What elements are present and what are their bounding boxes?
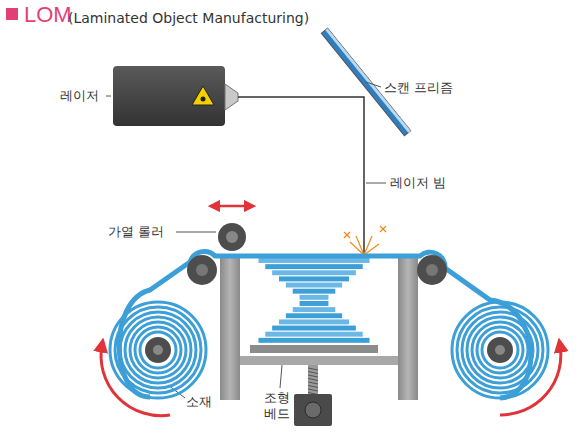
frame-pillar bbox=[398, 255, 418, 400]
guide-roller-hub bbox=[426, 264, 438, 276]
bed-screw bbox=[308, 365, 318, 395]
rotation-arrow bbox=[500, 345, 561, 415]
frame-crossbar bbox=[240, 356, 398, 365]
guide-roller bbox=[187, 255, 217, 285]
takeup-roll bbox=[452, 302, 548, 398]
laser-spark bbox=[344, 226, 386, 255]
frame-pillar bbox=[220, 255, 240, 400]
supply-roll bbox=[110, 302, 206, 398]
leader-line bbox=[366, 183, 386, 184]
part-label: 레이저 bbox=[60, 88, 99, 104]
leader-line bbox=[366, 82, 381, 87]
laser-beam bbox=[238, 97, 364, 255]
title-bullet bbox=[6, 8, 18, 20]
motion-arrow bbox=[214, 205, 250, 208]
leader-line bbox=[280, 365, 282, 388]
part-label: 조형 베드 bbox=[262, 390, 292, 423]
laser-body bbox=[113, 66, 225, 126]
heated-roller bbox=[218, 223, 246, 251]
leader-line bbox=[176, 232, 216, 233]
part-label: 가열 롤러 bbox=[108, 224, 164, 240]
build-plate bbox=[250, 345, 378, 353]
rotation-arrow bbox=[101, 345, 170, 416]
part-label: 스캔 프리즘 bbox=[384, 80, 453, 96]
guide-roller-hub bbox=[196, 264, 208, 276]
diagram-title: LOM bbox=[24, 4, 72, 26]
leader-line bbox=[106, 96, 111, 97]
heated-roller-hub bbox=[226, 231, 238, 243]
bed-motor-shaft bbox=[305, 402, 321, 418]
guide-roller bbox=[417, 255, 447, 285]
screw-thread bbox=[308, 368, 318, 395]
warning-icon bbox=[192, 86, 214, 105]
warning-dot bbox=[201, 97, 206, 102]
bed-motor bbox=[294, 394, 332, 426]
title-subtitle: (Laminated Object Manufacturing) bbox=[68, 10, 309, 28]
part-label: 소재 bbox=[186, 394, 212, 410]
laser-nozzle bbox=[225, 84, 238, 110]
laminated-part bbox=[258, 258, 369, 343]
material-sheet bbox=[119, 252, 531, 398]
part-label: 레이저 빔 bbox=[390, 175, 446, 191]
